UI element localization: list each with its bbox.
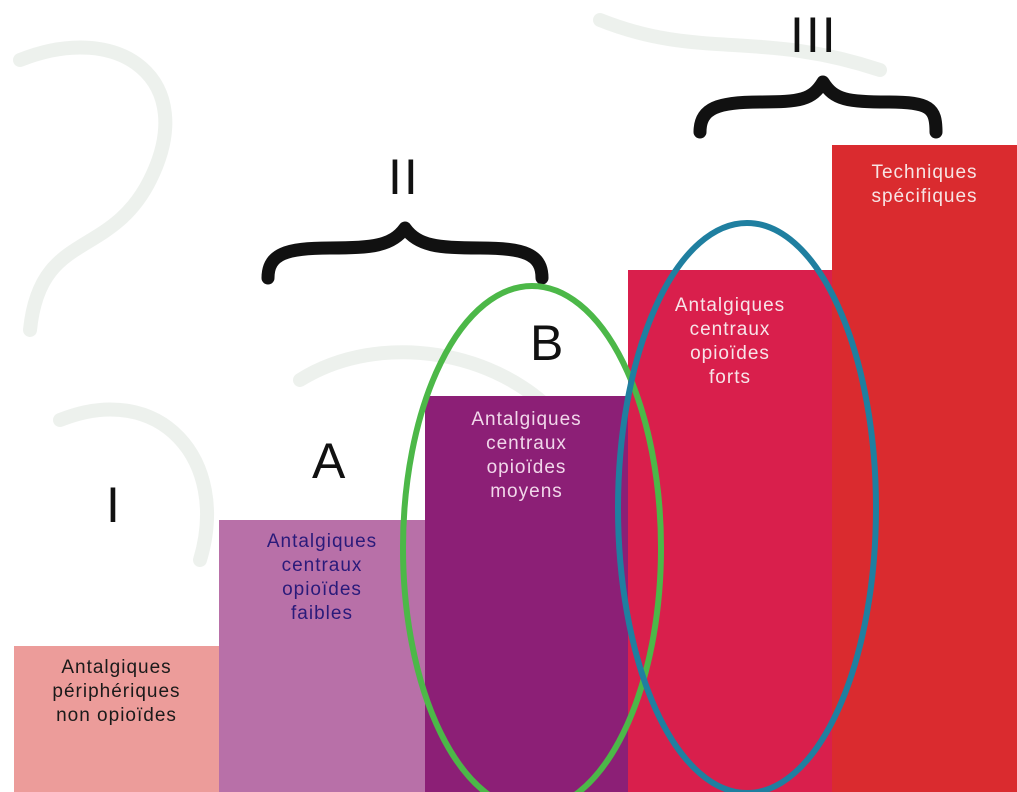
step-central-medium-opioids: Antalgiques centraux opioïdes moyens — [425, 396, 628, 792]
step-peripheral-non-opioids: Antalgiques périphériques non opioïdes — [14, 646, 219, 792]
level-2-label: II — [388, 149, 420, 205]
step-label: Antalgiques centraux opioïdes forts — [674, 295, 786, 388]
step-central-weak-opioids: Antalgiques centraux opioïdes faibles — [219, 520, 425, 792]
sub-level-a-label: A — [312, 433, 346, 489]
step-specific-techniques: Techniques spécifiques — [832, 145, 1017, 792]
step-label: Antalgiques centraux opioïdes faibles — [266, 531, 378, 624]
step-label: Antalgiques périphériques non opioïdes — [52, 657, 181, 726]
step-central-strong-opioids: Antalgiques centraux opioïdes forts — [628, 270, 832, 792]
brace-level-2 — [261, 221, 549, 285]
sub-level-b-label: B — [530, 315, 564, 371]
step-label: Techniques spécifiques — [871, 162, 978, 207]
brace-level-3 — [693, 75, 943, 139]
step-label: Antalgiques centraux opioïdes moyens — [471, 409, 582, 502]
level-1-label: I — [106, 477, 122, 533]
level-3-label: III — [790, 7, 838, 63]
